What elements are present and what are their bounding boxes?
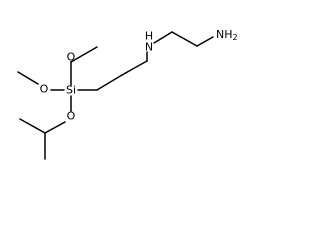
bond-n-c4 bbox=[153, 31, 173, 44]
bond-c1-c2 bbox=[96, 74, 123, 91]
atom-amine-n: N bbox=[145, 41, 153, 54]
bond-otop-methyl bbox=[70, 46, 98, 63]
atom-terminal-amine: NH2 bbox=[216, 28, 238, 42]
atom-oxygen-left: O bbox=[40, 83, 49, 96]
bond-methyl-oleft bbox=[17, 71, 39, 85]
atom-oxygen-bottom: O bbox=[67, 110, 76, 123]
bond-c5-nh2 bbox=[196, 36, 214, 47]
atom-terminal-amine-nh: NH bbox=[216, 28, 233, 41]
bond-c2-c3 bbox=[121, 60, 148, 76]
structural-formula: H N NH2 Si O O O bbox=[17, 28, 238, 160]
bond-c4-c5 bbox=[171, 31, 198, 47]
bond-layer bbox=[17, 31, 214, 160]
atom-layer: H N NH2 Si O O O bbox=[40, 28, 238, 123]
atom-amine-h: H bbox=[145, 30, 153, 43]
atom-oxygen-top: O bbox=[67, 51, 76, 64]
atom-terminal-amine-subscript: 2 bbox=[233, 33, 238, 42]
bond-obottom-ch bbox=[44, 121, 66, 134]
bond-ch-methyl-a bbox=[19, 118, 46, 134]
atom-silicon: Si bbox=[66, 84, 76, 97]
